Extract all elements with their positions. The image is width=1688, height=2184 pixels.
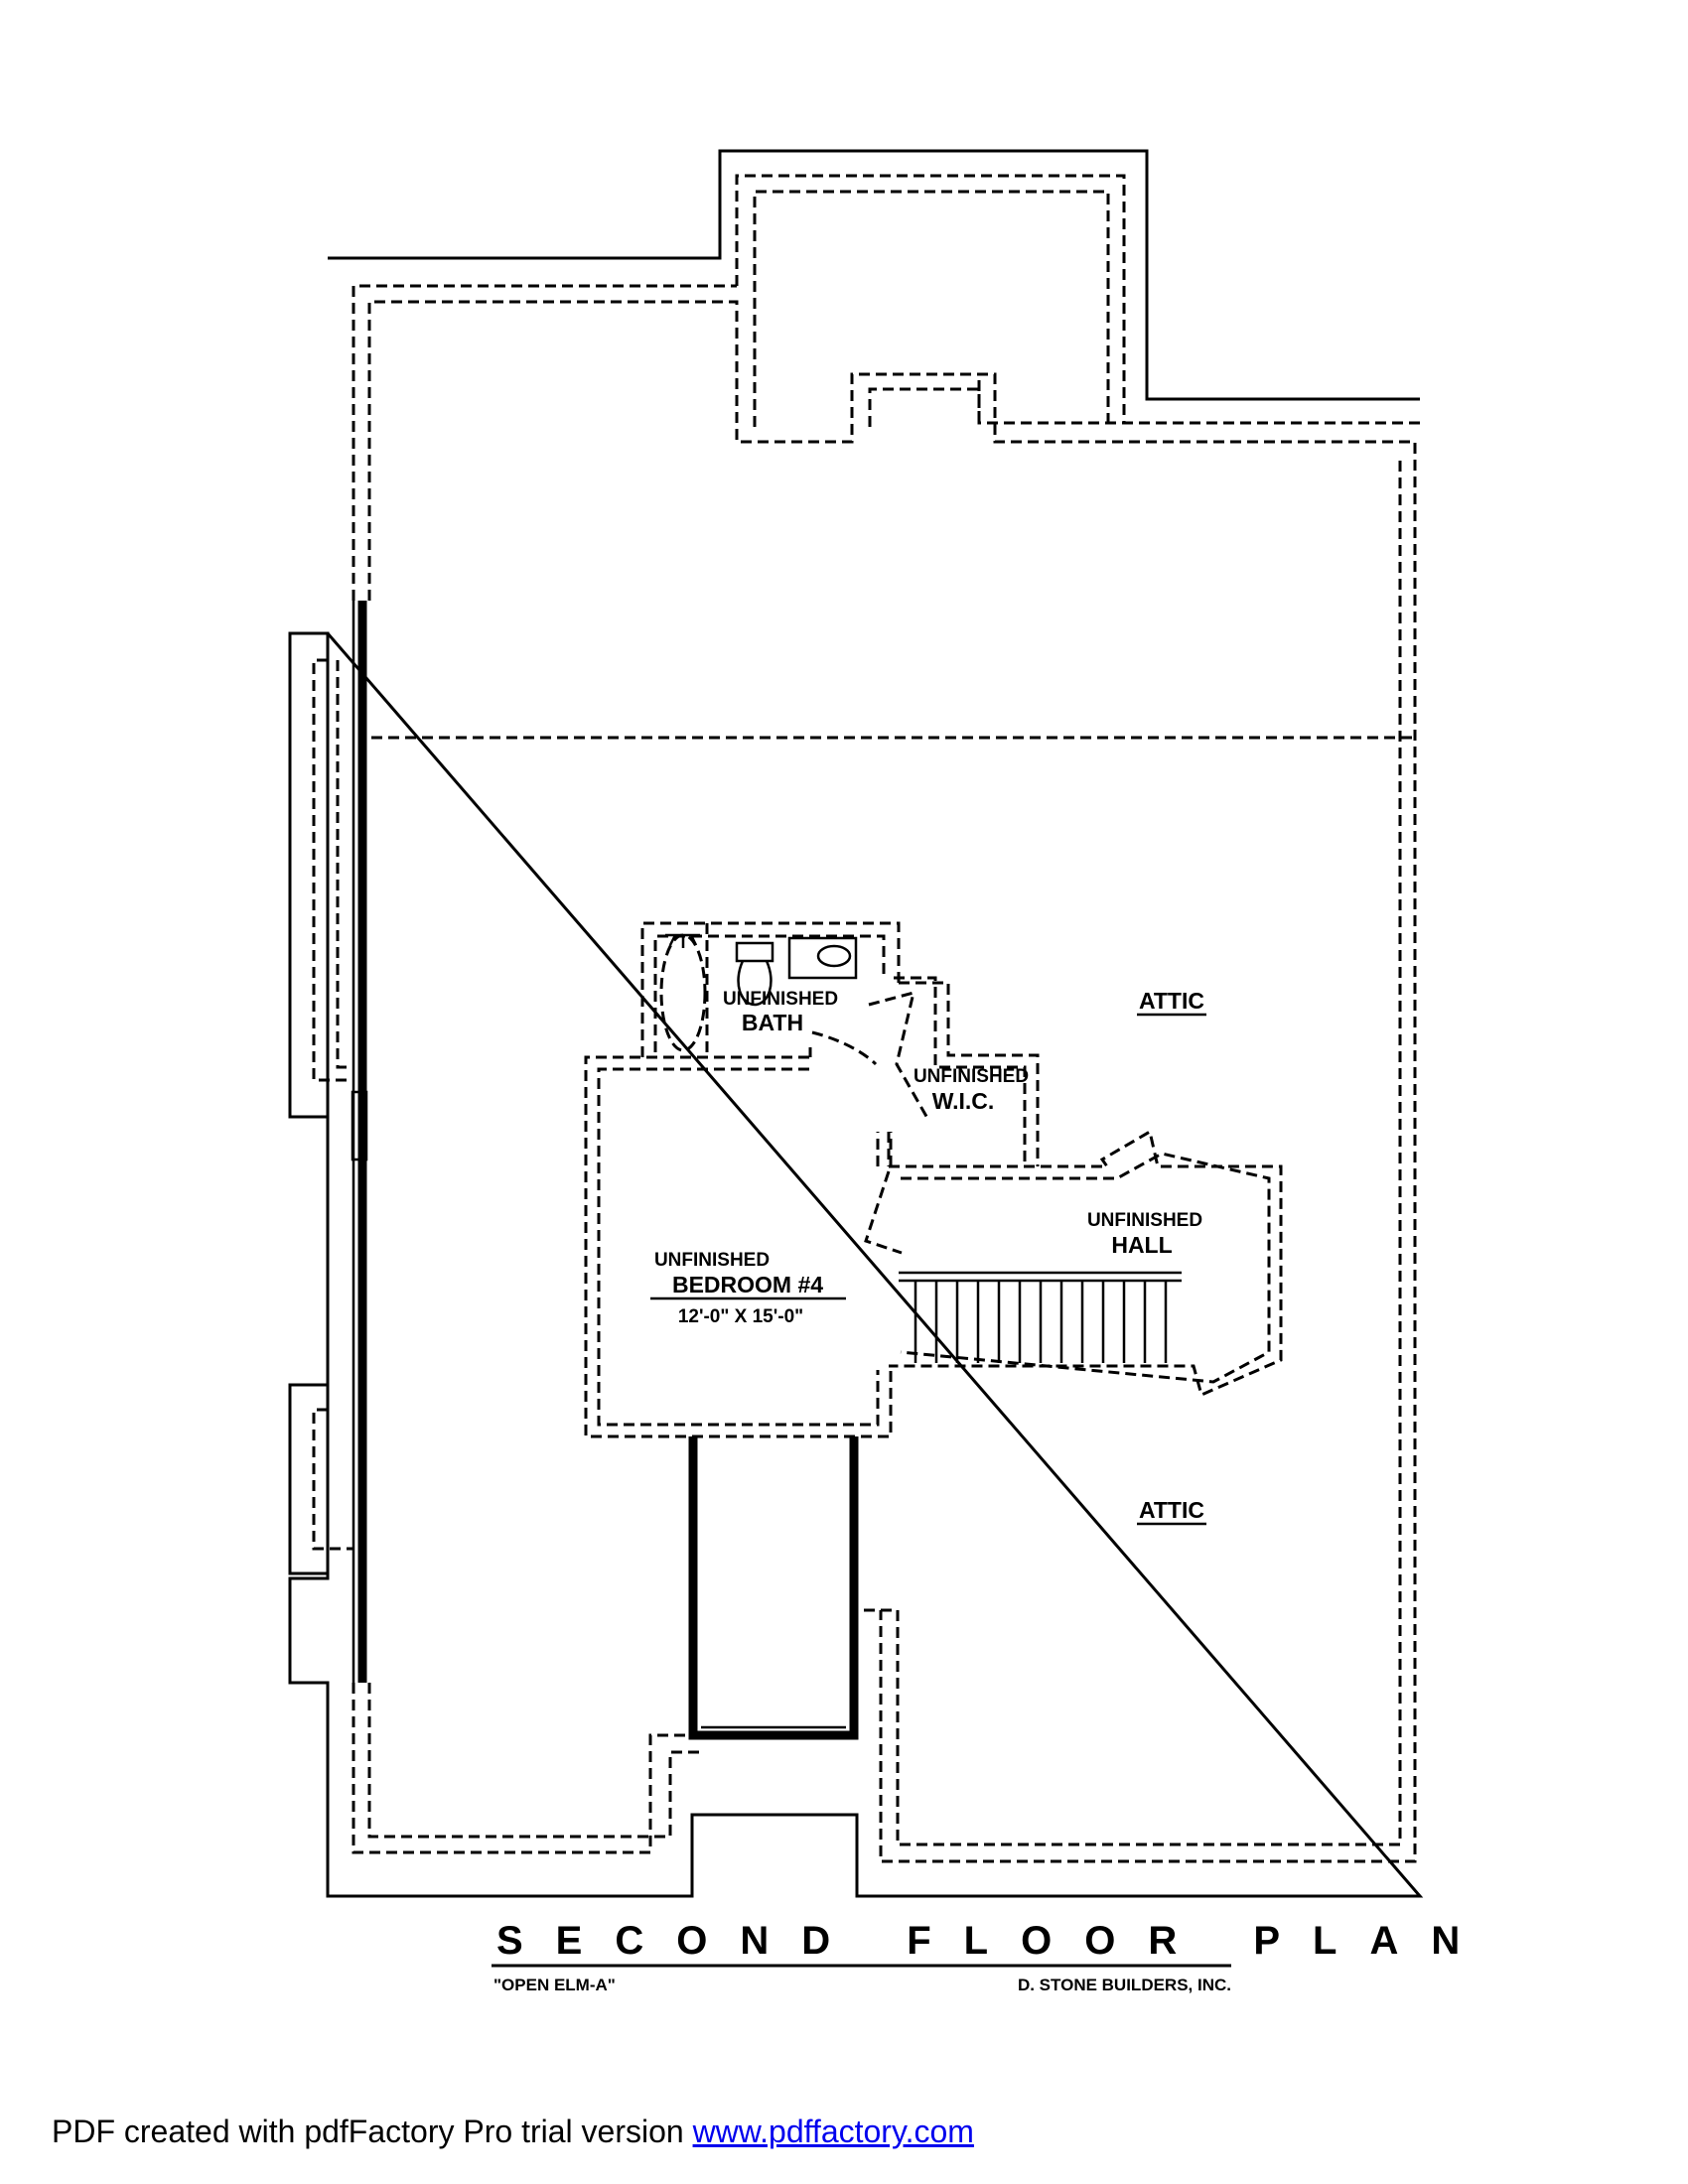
bedroom-size: 12'-0" X 15'-0" <box>678 1306 803 1327</box>
left-bay-upper-dash <box>312 658 353 1082</box>
pdf-footer: PDF created with pdfFactory Pro trial ve… <box>52 2114 974 2150</box>
hall-dashed-inner <box>900 1152 1271 1384</box>
tub-icon <box>659 933 707 1052</box>
dormer-notch <box>868 387 981 427</box>
hall-label-line1: UNFINISHED <box>1087 1210 1202 1231</box>
bedroom-dashed-outer <box>584 1055 893 1438</box>
plan-title: SECOND FLOOR PLAN <box>496 1919 1492 1963</box>
footer-text: PDF created with pdfFactory Pro trial ve… <box>52 2114 693 2149</box>
left-bay-lower-dash <box>312 1408 353 1551</box>
bathroom-inner-dashed <box>653 934 886 1052</box>
left-bay-lower <box>288 1383 330 1575</box>
hall-door-swing <box>864 1170 903 1255</box>
ceiling-line-inner <box>352 284 737 601</box>
wic-label-line1: UNFINISHED <box>914 1066 1029 1087</box>
builder-name: D. STONE BUILDERS, INC. <box>1018 1976 1231 1994</box>
bath-door-swing <box>811 1030 878 1066</box>
attic-upper-label: ATTIC <box>1139 988 1204 1014</box>
bedroom-label-line2: BEDROOM #4 <box>672 1272 823 1297</box>
wic-door-swing <box>868 990 930 1121</box>
bath-label-line1: UNFINISHED <box>723 989 838 1010</box>
sink-icon <box>816 944 852 968</box>
wic-label-line2: W.I.C. <box>932 1088 995 1114</box>
left-bay-upper-dash2 <box>336 660 353 1069</box>
staircase <box>899 1271 1182 1363</box>
ceiling-line-perimeter <box>367 300 1417 1863</box>
lower-right-dashed <box>864 459 1402 1846</box>
plan-name: "OPEN ELM-A" <box>493 1976 616 1994</box>
ceiling-line-perimeter-left <box>367 1683 705 1839</box>
bedroom-dashed-inner <box>597 1067 880 1427</box>
vanity-icon <box>787 936 858 980</box>
dormer-dashed-inner <box>753 190 1110 427</box>
ceiling-line-right-inner <box>977 377 1420 425</box>
bedroom-label-line1: UNFINISHED <box>654 1250 770 1271</box>
bathroom-dashed <box>640 921 901 1057</box>
wic-dashed <box>887 981 1040 1166</box>
pdffactory-link[interactable]: www.pdffactory.com <box>692 2114 974 2149</box>
hall-label-line2: HALL <box>1111 1232 1172 1258</box>
toilet-icon <box>735 941 774 1007</box>
bedroom-right-dashed <box>876 1132 893 1166</box>
bath-label-line2: BATH <box>742 1010 803 1035</box>
ceiling-line-inner-bottom <box>352 1683 700 1854</box>
wic-inner-dashed <box>894 976 1027 1166</box>
shower-fixture-icon <box>665 933 700 948</box>
left-window <box>351 1090 368 1161</box>
lower-corridor-wall <box>688 1436 859 1740</box>
dormer-dashed-outer <box>735 174 1126 423</box>
left-bay-upper <box>288 631 330 1119</box>
attic-lower-label: ATTIC <box>1139 1497 1204 1523</box>
